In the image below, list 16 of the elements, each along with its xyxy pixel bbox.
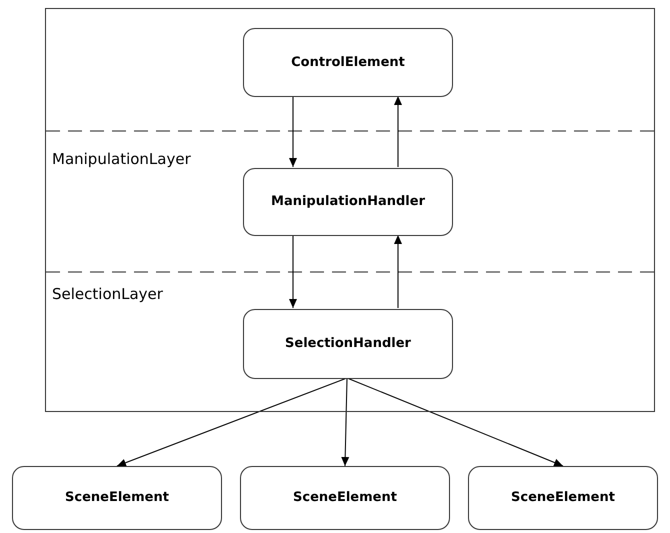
component-box: SceneElement (240, 466, 450, 530)
arrow (289, 234, 297, 308)
arrow (289, 96, 297, 168)
component-box: SceneElement (12, 466, 222, 530)
component-box: ManipulationHandler (243, 168, 453, 236)
container-frame (45, 8, 655, 412)
arrow (394, 96, 402, 168)
arrow (346, 378, 564, 466)
arrow (341, 378, 350, 466)
component-box: ControlElement (243, 28, 453, 97)
arrow (116, 378, 348, 467)
layer-label: ManipulationLayer (52, 149, 191, 170)
component-box: SelectionHandler (243, 309, 453, 379)
arrow (394, 234, 402, 308)
layer-label: SelectionLayer (52, 284, 163, 305)
component-box: SceneElement (468, 466, 658, 530)
